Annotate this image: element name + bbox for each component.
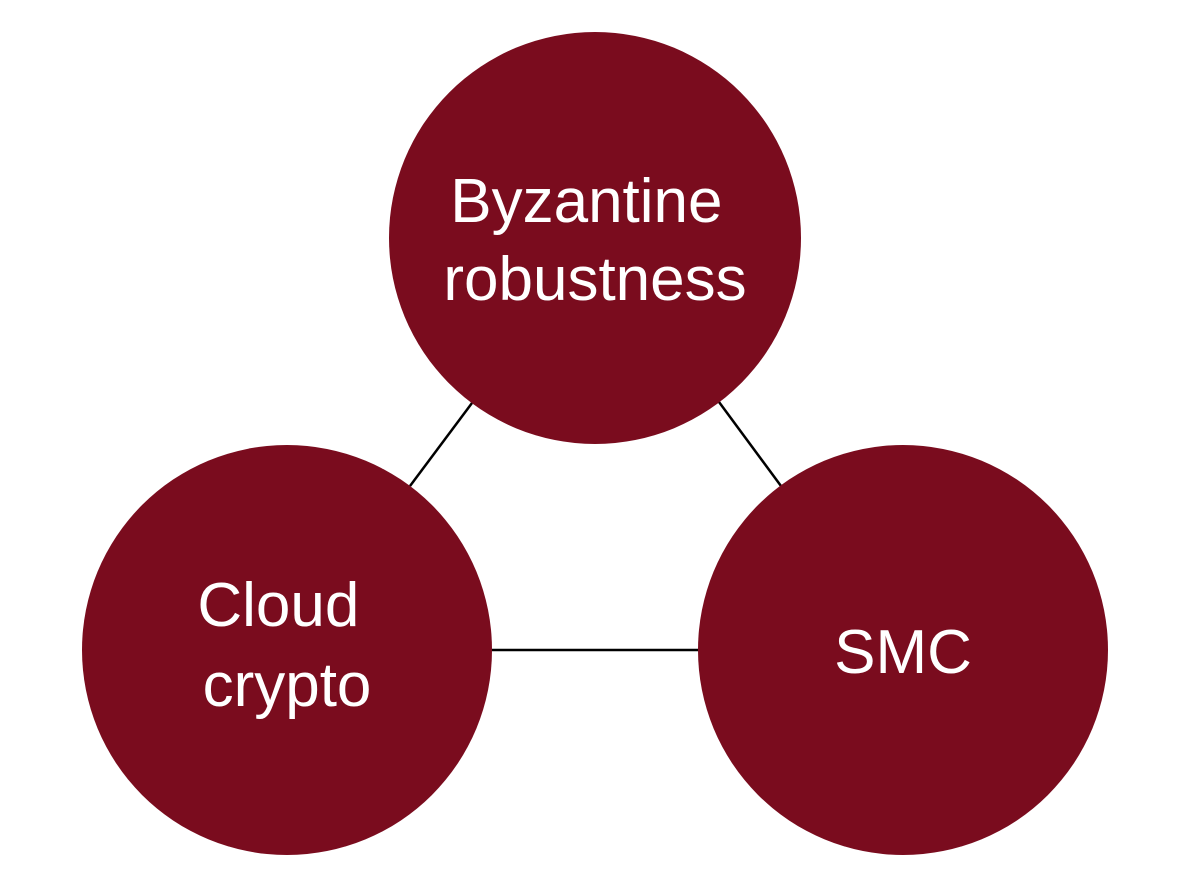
node-cloud-circle [82,445,492,855]
node-cloud-line-2: crypto [203,651,372,720]
node-byzantine-circle [389,32,801,444]
edges [408,401,783,652]
node-smc-label: SMC [834,618,972,687]
node-smc-circle [698,445,1108,855]
node-byzantine-line-1: Byzantine [450,167,722,236]
node-byzantine: Byzantine robustness [389,32,801,444]
edge-byzantine-cloud [408,402,474,487]
node-cloud-label: Cloud crypto [197,571,376,720]
node-cloud: Cloud crypto [82,445,492,855]
node-smc: SMC [698,445,1108,855]
node-byzantine-label: Byzantine robustness [443,167,746,314]
node-cloud-line-1: Cloud [197,571,359,640]
node-smc-line-1: SMC [834,618,972,687]
node-byzantine-line-2: robustness [443,245,746,314]
edge-byzantine-smc [717,401,783,487]
